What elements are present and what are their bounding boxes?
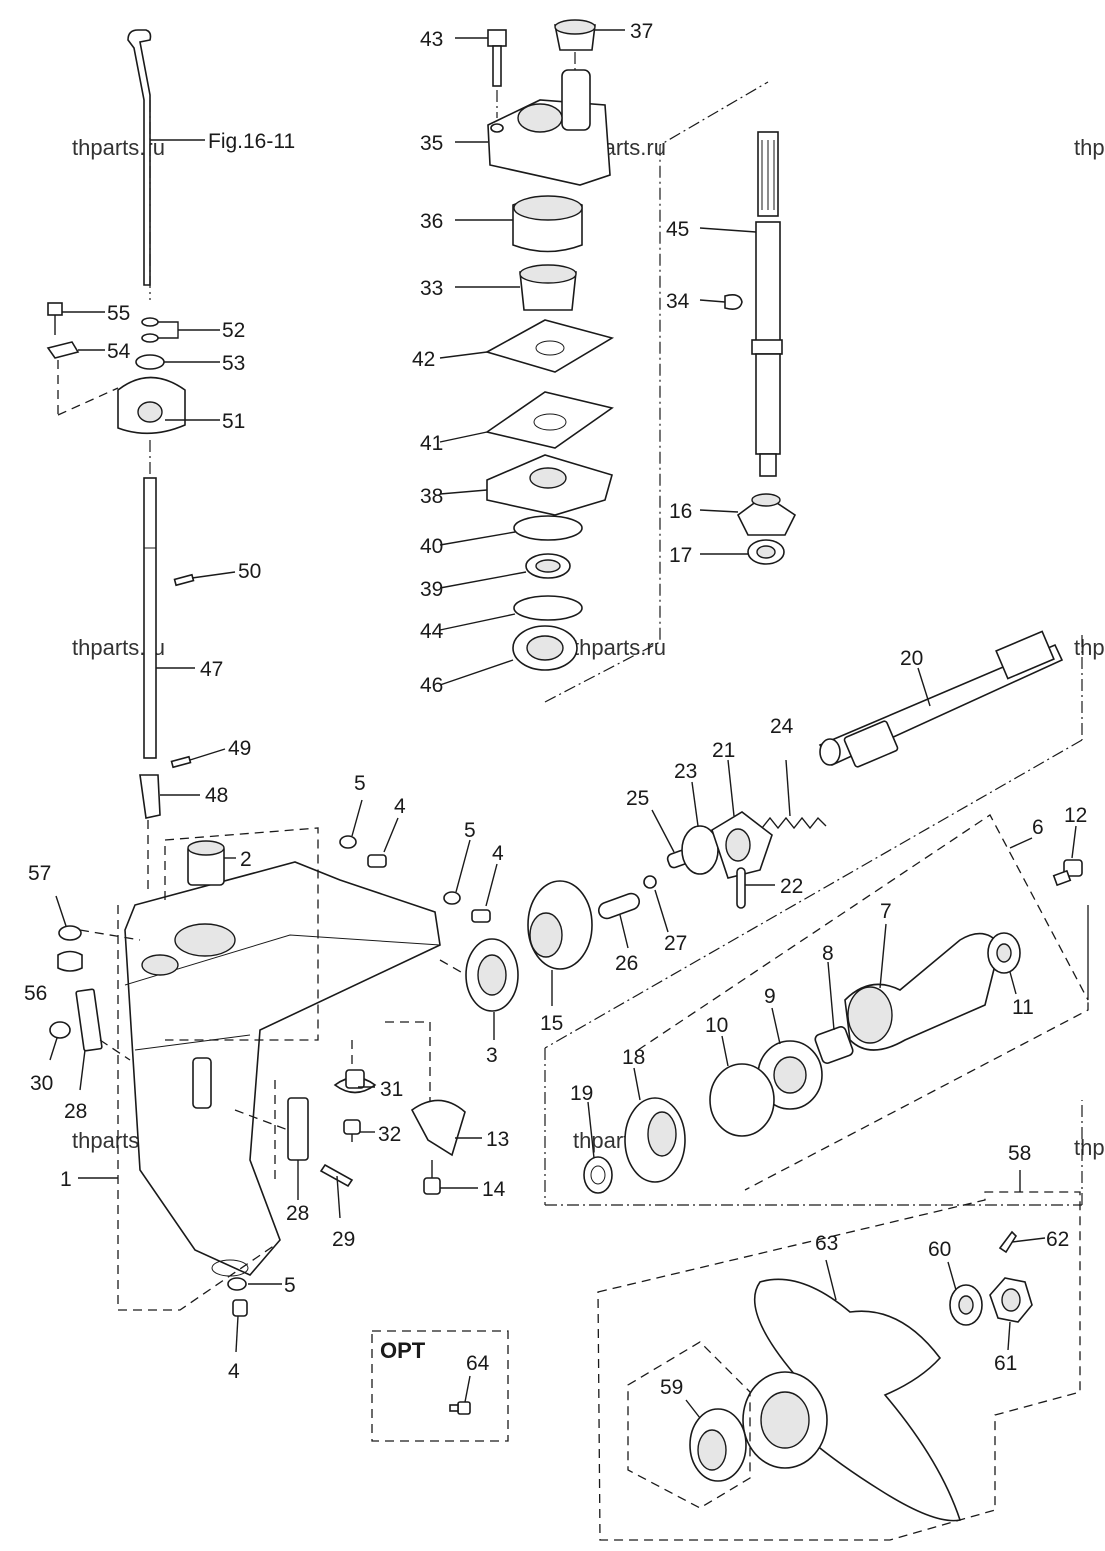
svg-text:thp: thp <box>1074 135 1105 160</box>
callout-57: 57 <box>28 862 51 885</box>
callout-19: 19 <box>570 1082 593 1105</box>
watermark: thparts.ru <box>72 135 165 160</box>
callout-56: 56 <box>24 982 47 1005</box>
callout-44: 44 <box>420 620 444 643</box>
callout-1: 1 <box>60 1168 72 1191</box>
lower-casing-assembly <box>49 799 519 1353</box>
callout-10: 10 <box>705 1014 728 1037</box>
callout-8: 8 <box>822 942 834 965</box>
callout-42: 42 <box>412 348 435 371</box>
callout-43: 43 <box>420 28 443 51</box>
drive-shaft-assembly <box>699 131 797 565</box>
callout-47: 47 <box>200 658 223 681</box>
callout-28: 28 <box>64 1100 87 1123</box>
watermark-edge: thp thp thp <box>1074 130 1105 1160</box>
callout-59: 59 <box>660 1376 683 1399</box>
callout-4: 4 <box>394 795 406 818</box>
callout-52: 52 <box>222 319 245 342</box>
callout-13: 13 <box>486 1128 509 1151</box>
optional-parts-box: OPT <box>371 1330 509 1442</box>
callout-45: 45 <box>666 218 689 241</box>
callout-9: 9 <box>764 985 776 1008</box>
figure-reference: Fig.16-11 <box>208 130 295 153</box>
callout-60: 60 <box>928 1238 951 1261</box>
callout-24: 24 <box>770 715 794 738</box>
callout-30: 30 <box>30 1072 53 1095</box>
callout-40: 40 <box>420 535 443 558</box>
callout-4: 4 <box>492 842 504 865</box>
callout-21: 21 <box>712 739 735 762</box>
callout-5: 5 <box>464 819 476 842</box>
callout-27: 27 <box>664 932 687 955</box>
callout-33: 33 <box>420 277 443 300</box>
callout-5: 5 <box>284 1274 296 1297</box>
callout-3: 3 <box>486 1044 498 1067</box>
callout-49: 49 <box>228 737 251 760</box>
callout-14: 14 <box>482 1178 506 1201</box>
callout-17: 17 <box>669 544 692 567</box>
callout-11: 11 <box>1012 996 1034 1019</box>
callout-26: 26 <box>615 952 638 975</box>
callout-2: 2 <box>240 848 252 871</box>
propeller-assembly <box>597 1170 1081 1541</box>
callout-31: 31 <box>380 1078 403 1101</box>
callout-41: 41 <box>420 432 443 455</box>
callout-36: 36 <box>420 210 443 233</box>
callout-53: 53 <box>222 352 245 375</box>
callout-48: 48 <box>205 784 228 807</box>
callout-46: 46 <box>420 674 443 697</box>
callout-34: 34 <box>666 290 690 313</box>
callout-22: 22 <box>780 875 803 898</box>
callout-25: 25 <box>626 787 649 810</box>
callout-20: 20 <box>900 647 923 670</box>
callout-12: 12 <box>1064 804 1087 827</box>
svg-text:thp: thp <box>1074 1135 1105 1160</box>
shift-rod-assembly: Fig.16-11 <box>46 29 295 895</box>
callout-55: 55 <box>107 302 130 325</box>
callout-7: 7 <box>880 900 892 923</box>
callout-23: 23 <box>674 760 697 783</box>
callout-38: 38 <box>420 485 443 508</box>
water-pump-assembly <box>439 19 769 703</box>
callout-37: 37 <box>630 20 653 43</box>
callout-29: 29 <box>332 1228 355 1251</box>
shaft-housing-assembly <box>583 814 1089 1194</box>
callout-62: 62 <box>1046 1228 1069 1251</box>
callout-61: 61 <box>994 1352 1017 1375</box>
callout-51: 51 <box>222 410 245 433</box>
callout-28: 28 <box>286 1202 309 1225</box>
callout-16: 16 <box>669 500 692 523</box>
callout-50: 50 <box>238 560 261 583</box>
callout-4: 4 <box>228 1360 240 1383</box>
svg-text:thp: thp <box>1074 635 1105 660</box>
callout-64: 64 <box>466 1352 490 1375</box>
propeller-shaft-assembly <box>527 630 1083 1206</box>
callout-15: 15 <box>540 1012 563 1035</box>
callout-39: 39 <box>420 578 443 601</box>
opt-label: OPT <box>380 1338 426 1363</box>
callout-54: 54 <box>107 340 131 363</box>
callout-58: 58 <box>1008 1142 1031 1165</box>
callout-35: 35 <box>420 132 443 155</box>
callout-32: 32 <box>378 1123 401 1146</box>
callout-labels: 1 2 3 4 4 4 5 5 5 6 7 8 9 10 11 12 13 14… <box>24 20 1087 1399</box>
callout-5: 5 <box>354 772 366 795</box>
callout-6: 6 <box>1032 816 1044 839</box>
callout-63: 63 <box>815 1232 838 1255</box>
watermark: thparts.ru <box>573 635 666 660</box>
callout-18: 18 <box>622 1046 645 1069</box>
